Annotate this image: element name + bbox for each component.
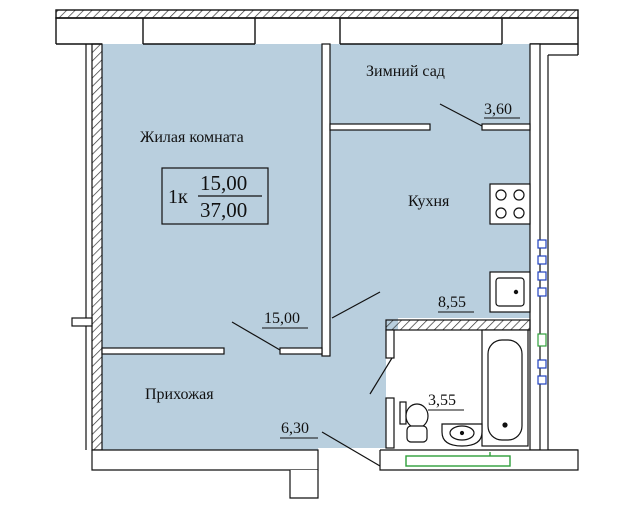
interior-walls [101,43,531,449]
blue-outlet-marker [537,239,547,249]
area-underlines [262,117,520,439]
left-wall-bracket [71,317,93,327]
door-swings [231,103,483,467]
apartment-summary: 1к 15,00 37,00 [161,167,269,225]
wall-bath-left [385,329,395,359]
entry-niche [289,470,319,499]
blue-outlet-marker [537,255,547,265]
wall-garden-right [481,123,531,131]
bathtub-icon [481,329,529,447]
wall-living-kitchen [321,43,331,357]
blue-outlet-marker [537,287,547,297]
kitchen-sink-icon [489,271,531,313]
utility-markers [537,239,547,385]
living-room-name: Жилая комната [140,129,244,146]
toilet-icon [399,401,429,443]
winter-garden-name: Зимний сад [366,63,445,80]
washbasin-icon [441,423,483,447]
apartment-type: 1к [168,186,188,208]
blue-outlet-marker [537,271,547,281]
bottom-wall-right [379,449,579,471]
blue-outlet-marker [537,359,547,369]
stove-icon [489,183,531,225]
bottom-wall-left [91,449,319,471]
blue-outlet-marker [537,375,547,385]
bottom-window-sill [405,455,511,467]
hallway-area: 6,30 [281,420,309,437]
bathroom-area: 3,55 [428,392,456,409]
wall-bath-top [385,319,531,331]
wall-living-hall-2 [279,347,323,355]
green-outlet-marker [537,333,547,347]
wall-bath-left-2 [385,397,395,449]
kitchen-name: Кухня [408,193,450,210]
living-area-value: 15,00 [200,171,247,195]
winter-garden-area: 3,60 [484,101,512,118]
kitchen-area: 8,55 [438,294,466,311]
outer-walls [71,43,579,499]
wall-garden-top [329,123,431,131]
hallway-name: Прихожая [145,386,214,403]
living-room-area: 15,00 [264,310,300,327]
wall-living-hall [101,347,225,355]
total-area-value: 37,00 [200,198,247,222]
left-wall [91,43,103,451]
floor-fill [102,44,530,466]
